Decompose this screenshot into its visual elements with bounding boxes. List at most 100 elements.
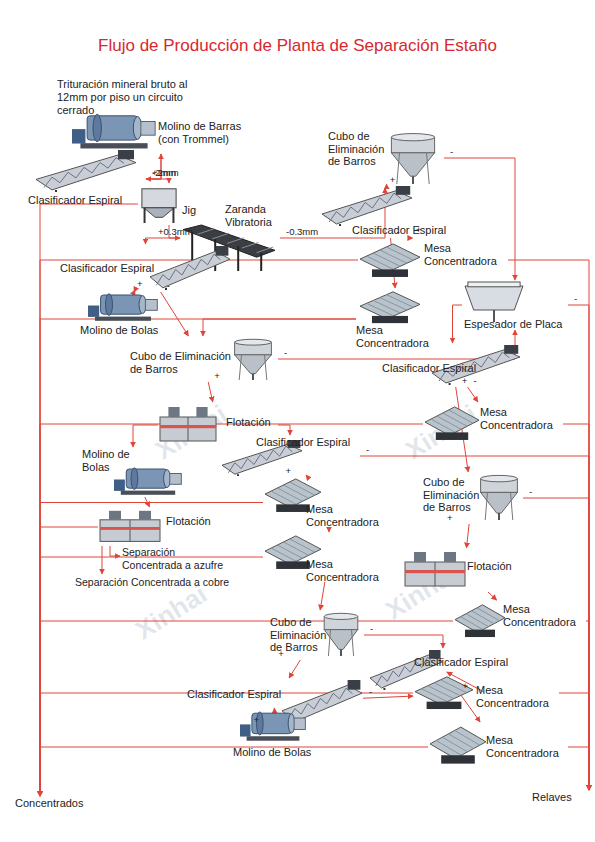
- flow-label: +: [462, 375, 468, 386]
- product-arrow: [102, 546, 103, 574]
- equipment-label: Mesa Concentradora: [356, 324, 440, 349]
- flow-label: -: [397, 226, 400, 237]
- equipment-illustration: [430, 725, 486, 767]
- flow-line: [161, 292, 189, 336]
- equipment-label: Molino de Barras (con Trommel): [158, 120, 250, 145]
- flow-line: [306, 475, 308, 477]
- flow-label: +0.3mm: [158, 226, 193, 237]
- equipment-illustration: [100, 509, 160, 545]
- jig-icon: [142, 189, 176, 223]
- equipment-illustration: [88, 292, 158, 322]
- flow-label: -: [465, 680, 468, 691]
- cone-icon: [324, 613, 358, 656]
- cone-icon: [481, 475, 518, 520]
- equipment-node: Mesa Concentradora: [453, 600, 586, 642]
- equipment-label: Flotación: [166, 515, 216, 528]
- equipment-node: Mesa Concentradora: [428, 722, 568, 772]
- flow-line: [146, 179, 169, 183]
- flow-line: [40, 424, 423, 796]
- classifier-icon: [150, 246, 230, 290]
- flow-label: +: [137, 278, 143, 289]
- process-note: Trituración mineral bruto al 12mm por pi…: [57, 78, 207, 118]
- flow-line: [40, 621, 453, 796]
- flow-label: +: [447, 512, 453, 523]
- flow-line: [40, 693, 413, 796]
- flow-line: [203, 319, 356, 336]
- flow-line: [40, 557, 263, 796]
- table-icon: [430, 727, 486, 764]
- equipment-node: Clasificador Espiral: [28, 148, 146, 210]
- equipment-node: Molino de Bolas: [232, 708, 320, 760]
- flow-label: -: [366, 444, 369, 455]
- equipment-node: Mesa Concentradora: [263, 532, 395, 582]
- equipment-label: Clasificador Espiral: [382, 362, 486, 375]
- flow-line: [360, 456, 589, 790]
- equipment-node: Cubo de Eliminación de Barros: [421, 472, 523, 524]
- flow-label: +: [416, 224, 422, 235]
- flow-label: -: [450, 146, 453, 157]
- equipment-node: Flotación: [403, 548, 525, 592]
- equipment-node: Mesa Concentradora: [423, 402, 563, 446]
- equipment-illustration: [160, 405, 216, 445]
- equipment-label: Cubo de Eliminación de Barros: [130, 350, 238, 375]
- flow-line: [523, 498, 589, 790]
- flow-label: +: [286, 465, 292, 476]
- equipment-node: Clasificador Espiral: [318, 184, 458, 238]
- equipment-node: Cubo de Eliminación de Barros: [326, 128, 444, 188]
- equipment-label: Mesa Concentradora: [306, 558, 390, 583]
- mill-icon: [114, 468, 181, 495]
- terminal-node: Concentrados: [15, 796, 97, 812]
- flow-line: [289, 660, 300, 678]
- terminal-node: Relaves: [532, 790, 592, 806]
- flow-label: -2mm: [152, 167, 176, 178]
- equipment-label: Molino de Bolas: [80, 324, 168, 337]
- flow-line: [466, 524, 469, 548]
- equipment-label: Clasificador Espiral: [352, 224, 456, 237]
- equipment-label: Mesa Concentradora: [476, 684, 558, 709]
- equipment-node: Clasificador Espiral: [380, 343, 525, 387]
- flow-label: +: [278, 648, 284, 659]
- equipment-node: Molino de Barras (con Trommel): [70, 108, 252, 154]
- flow-label: +: [254, 714, 260, 725]
- flow-line: [568, 747, 589, 790]
- mill-icon: [72, 114, 155, 148]
- equipment-illustration: [455, 603, 505, 640]
- equipment-node: Mesa Concentradora: [356, 288, 440, 350]
- flow-line: [320, 582, 325, 610]
- flow-label: -: [474, 375, 477, 386]
- flow-line: [40, 319, 356, 796]
- flow-label: +: [214, 370, 220, 381]
- flow-line: [468, 387, 478, 402]
- flow-line: [329, 530, 330, 532]
- flow-line: [559, 693, 589, 790]
- equipment-illustration: [465, 282, 523, 322]
- flow-line: [40, 527, 98, 796]
- equipment-label: Flotación: [226, 416, 276, 429]
- equipment-illustration: [114, 466, 182, 496]
- equipment-label: Clasificador Espiral: [187, 688, 291, 701]
- thickener-icon: [465, 282, 523, 322]
- equipment-label: Mesa Concentradora: [486, 734, 568, 759]
- equipment-illustration: [425, 405, 479, 443]
- equipment-node: Jig: [138, 183, 200, 225]
- equipment-node: Cubo de Eliminación de Barros: [128, 336, 278, 382]
- equipment-node: Mesa Concentradora: [413, 672, 559, 714]
- flow-label: -: [574, 293, 577, 304]
- equipment-label: Clasificador Espiral: [60, 262, 160, 275]
- equipment-illustration: [405, 550, 465, 590]
- table-icon: [455, 605, 505, 637]
- flow-line: [40, 204, 138, 796]
- equipment-node: Clasificador Espiral: [58, 244, 233, 292]
- flow-label: -: [370, 623, 373, 634]
- equipment-label: Cubo de Eliminación de Barros: [328, 130, 388, 168]
- flow-line: [568, 305, 589, 790]
- flow-line: [364, 635, 443, 648]
- equipment-label: Concentrados: [15, 797, 97, 810]
- mill-icon: [88, 294, 157, 321]
- equipment-illustration: [36, 150, 136, 192]
- equipment-illustration: [322, 186, 412, 226]
- flow-line: [40, 747, 428, 796]
- equipment-node: Molino de Bolas: [80, 447, 186, 497]
